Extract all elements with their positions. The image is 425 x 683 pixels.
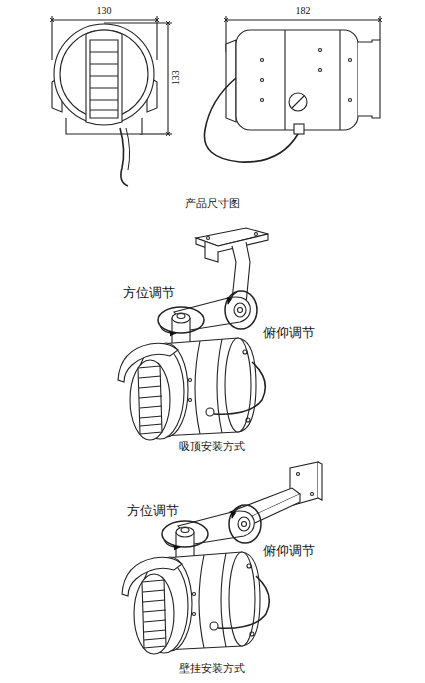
line-art	[349, 99, 352, 102]
line-art	[319, 69, 322, 72]
line-art	[167, 23, 168, 134]
dimension: 182	[295, 5, 312, 17]
adjust-label: 方位调节	[122, 286, 176, 301]
line-art	[86, 30, 122, 125]
line-art	[52, 19, 157, 20]
line-art	[226, 40, 236, 122]
line-art	[122, 505, 269, 654]
caption: 吸顶安装方式	[178, 440, 246, 453]
front-view	[52, 16, 172, 186]
line-art	[140, 133, 172, 134]
line-art	[292, 96, 304, 108]
line-art	[205, 242, 218, 262]
line-art	[232, 242, 250, 304]
line-art	[261, 79, 264, 82]
dimension: 133	[170, 69, 182, 86]
line-art	[294, 124, 304, 134]
line-art	[118, 291, 265, 440]
line-art	[379, 16, 380, 40]
line-art	[126, 128, 130, 170]
adjust-label: 俯仰调节	[262, 544, 316, 559]
line-art	[285, 30, 340, 130]
line-art	[311, 493, 314, 496]
line-art	[207, 237, 210, 240]
line-art	[319, 49, 322, 52]
line-art	[297, 473, 300, 476]
line-art	[255, 233, 258, 236]
adjust-label: 俯仰调节	[262, 326, 316, 341]
line-art	[261, 59, 264, 62]
side-view	[204, 16, 380, 162]
line-art	[226, 19, 380, 20]
line-art	[204, 78, 298, 162]
adjust-label: 方位调节	[126, 504, 180, 519]
line-art	[120, 128, 128, 186]
line-art	[90, 40, 118, 118]
dimension: 130	[96, 5, 113, 17]
line-art	[261, 99, 264, 102]
caption: 壁挂安装方式	[178, 662, 246, 675]
line-art	[104, 22, 172, 23]
line-art	[90, 52, 118, 110]
line-art	[51, 16, 52, 60]
line-art	[349, 59, 352, 62]
line-art	[318, 462, 322, 500]
line-art	[358, 40, 380, 118]
line-art	[289, 93, 307, 111]
ceiling-bracket	[196, 228, 268, 304]
caption: 产品尺寸图	[184, 197, 241, 210]
line-art	[54, 24, 154, 124]
line-art	[236, 30, 358, 130]
